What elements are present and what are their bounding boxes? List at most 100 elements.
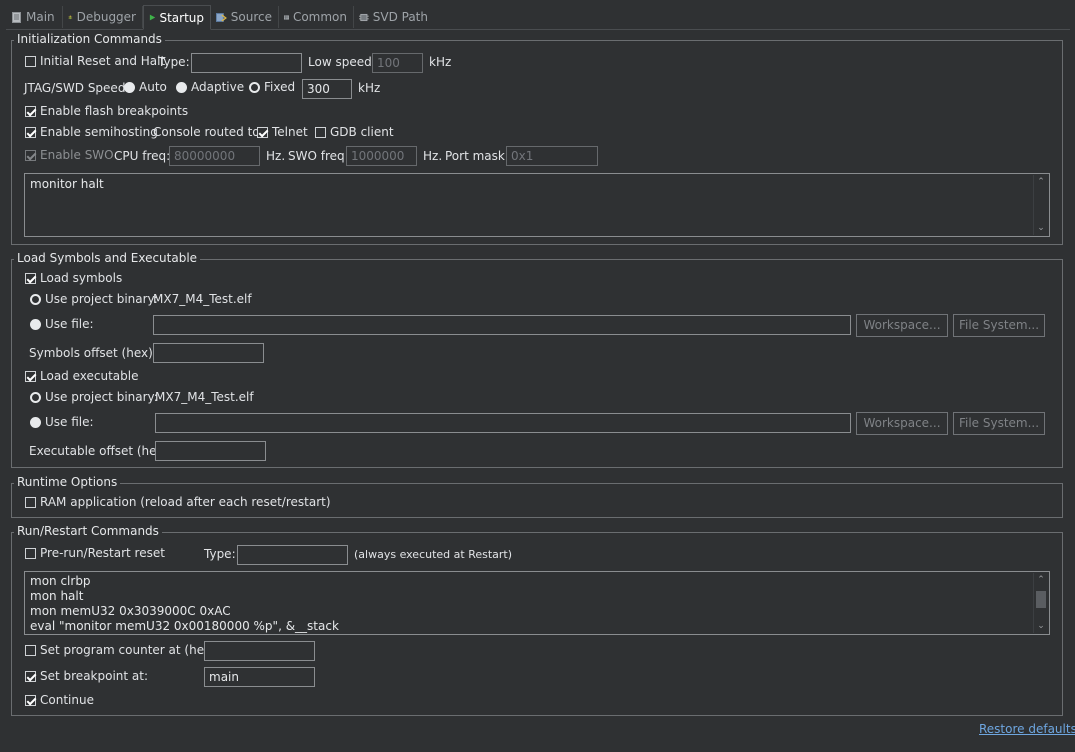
restore-defaults-link[interactable]: Restore defaults bbox=[979, 722, 1075, 736]
swo-freq-unit: Hz. bbox=[423, 149, 443, 163]
load-symbols-group bbox=[11, 259, 1063, 468]
exec-use-file-label: Use file: bbox=[45, 415, 94, 429]
tab-svd-path[interactable]: SVD Path bbox=[354, 6, 434, 28]
scroll-up-icon[interactable]: ⌃ bbox=[1037, 575, 1045, 585]
load-executable-checkbox[interactable] bbox=[25, 371, 36, 382]
run-commands-scrollbar[interactable]: ⌃ ⌄ bbox=[1033, 573, 1048, 633]
speed-fixed-radio[interactable] bbox=[249, 82, 260, 93]
tab-startup[interactable]: Startup bbox=[143, 5, 211, 30]
exec-project-binary-radio[interactable] bbox=[30, 392, 41, 403]
init-commands-text: monitor halt bbox=[30, 177, 104, 192]
reset-type-input[interactable] bbox=[191, 53, 302, 73]
telnet-checkbox[interactable] bbox=[257, 127, 268, 138]
symbols-project-binary-radio[interactable] bbox=[30, 294, 41, 305]
symbols-use-file-radio[interactable] bbox=[30, 319, 41, 330]
console-routed-label: Console routed to: bbox=[153, 125, 264, 139]
prerun-type-input[interactable] bbox=[237, 545, 348, 565]
fixed-speed-unit: kHz bbox=[358, 81, 381, 95]
command-line: monitor halt bbox=[30, 177, 104, 191]
continue-checkbox[interactable] bbox=[25, 695, 36, 706]
fixed-speed-input[interactable]: 300 bbox=[302, 79, 352, 99]
source-icon bbox=[216, 12, 227, 22]
low-speed-label: Low speed: bbox=[308, 55, 376, 69]
symbols-use-file-label: Use file: bbox=[45, 317, 94, 331]
flash-breakpoints-label: Enable flash breakpoints bbox=[40, 104, 189, 118]
scroll-up-icon[interactable]: ⌃ bbox=[1037, 177, 1045, 187]
set-breakpoint-input[interactable]: main bbox=[204, 667, 315, 687]
reset-type-label: Type: bbox=[158, 55, 190, 69]
command-line: mon memU32 0x3039000C 0xAC bbox=[30, 604, 231, 618]
low-speed-input[interactable]: 100 bbox=[372, 53, 423, 73]
tab-label: Debugger bbox=[76, 10, 136, 24]
exec-file-input[interactable] bbox=[155, 413, 851, 433]
symbols-filesystem-button[interactable]: File System... bbox=[953, 314, 1045, 337]
tab-label: Source bbox=[230, 10, 272, 24]
ram-application-checkbox[interactable] bbox=[25, 497, 36, 508]
prerun-reset-label: Pre-run/Restart reset bbox=[40, 546, 165, 560]
port-mask-label: Port mask: bbox=[445, 149, 509, 163]
tab-common[interactable]: Common bbox=[279, 6, 354, 28]
gdb-client-label: GDB client bbox=[330, 125, 394, 139]
scroll-down-icon[interactable]: ⌄ bbox=[1037, 621, 1045, 631]
tab-debugger[interactable]: Debugger bbox=[63, 6, 143, 28]
flash-breakpoints-checkbox[interactable] bbox=[25, 106, 36, 117]
continue-label: Continue bbox=[40, 693, 94, 707]
swo-freq-label: SWO freq: bbox=[288, 149, 349, 163]
exec-workspace-button[interactable]: Workspace... bbox=[856, 412, 948, 435]
initial-reset-halt-checkbox[interactable] bbox=[25, 56, 36, 67]
set-breakpoint-checkbox[interactable] bbox=[25, 671, 36, 682]
semihosting-checkbox[interactable] bbox=[25, 127, 36, 138]
exec-filesystem-button[interactable]: File System... bbox=[953, 412, 1045, 435]
symbols-project-binary-label: Use project binary: bbox=[45, 292, 158, 306]
scroll-down-icon[interactable]: ⌄ bbox=[1037, 223, 1045, 233]
init-commands-legend: Initialization Commands bbox=[14, 32, 165, 46]
bug-icon bbox=[68, 15, 73, 19]
tab-source[interactable]: Source bbox=[211, 6, 279, 28]
exec-offset-label: Executable offset (hex): bbox=[29, 444, 173, 458]
tab-main[interactable]: Main bbox=[6, 6, 63, 28]
load-executable-label: Load executable bbox=[40, 369, 139, 383]
document-icon bbox=[12, 11, 21, 23]
symbols-offset-label: Symbols offset (hex): bbox=[29, 346, 157, 360]
gdb-client-checkbox[interactable] bbox=[315, 127, 326, 138]
set-pc-input[interactable] bbox=[204, 641, 315, 661]
prerun-always-note: (always executed at Restart) bbox=[354, 548, 513, 561]
command-line: eval "monitor memU32 0x00180000 %p", &__… bbox=[30, 619, 339, 633]
command-line: mon halt bbox=[30, 589, 84, 603]
speed-auto-radio[interactable] bbox=[124, 82, 135, 93]
run-restart-legend: Run/Restart Commands bbox=[14, 524, 162, 538]
load-symbols-legend: Load Symbols and Executable bbox=[14, 251, 201, 265]
symbols-offset-input[interactable] bbox=[153, 343, 264, 363]
prerun-type-label: Type: bbox=[204, 547, 236, 561]
tab-label: Startup bbox=[159, 10, 204, 25]
svd-icon bbox=[359, 13, 369, 21]
speed-auto-label: Auto bbox=[139, 80, 167, 94]
low-speed-unit: kHz bbox=[429, 55, 452, 69]
exec-project-binary-label: Use project binary: bbox=[45, 390, 158, 404]
run-commands-textarea[interactable]: mon clrbp mon halt mon memU32 0x3039000C… bbox=[24, 571, 1050, 635]
tab-label: SVD Path bbox=[372, 10, 428, 24]
exec-use-file-radio[interactable] bbox=[30, 417, 41, 428]
set-pc-checkbox[interactable] bbox=[25, 645, 36, 656]
symbols-project-binary-value: MX7_M4_Test.elf bbox=[153, 292, 252, 306]
prerun-reset-checkbox[interactable] bbox=[25, 548, 36, 559]
runtime-options-group bbox=[11, 483, 1063, 518]
ram-application-label: RAM application (reload after each reset… bbox=[40, 495, 331, 509]
symbols-workspace-button[interactable]: Workspace... bbox=[856, 314, 948, 337]
init-commands-scrollbar[interactable]: ⌃ ⌄ bbox=[1033, 175, 1048, 235]
swo-freq-input[interactable]: 1000000 bbox=[346, 146, 417, 166]
table-icon bbox=[284, 14, 289, 20]
scroll-thumb[interactable] bbox=[1036, 591, 1046, 608]
load-symbols-label: Load symbols bbox=[40, 271, 123, 285]
exec-project-binary-value: MX7_M4_Test.elf bbox=[155, 390, 254, 404]
load-symbols-checkbox[interactable] bbox=[25, 273, 36, 284]
init-commands-textarea[interactable]: monitor halt ⌃ ⌄ bbox=[24, 173, 1050, 237]
exec-offset-input[interactable] bbox=[155, 441, 266, 461]
speed-adaptive-radio[interactable] bbox=[176, 82, 187, 93]
tab-bar: Main Debugger Startup Source Common SVD … bbox=[6, 5, 1070, 30]
enable-swo-checkbox[interactable] bbox=[25, 150, 36, 161]
port-mask-input[interactable]: 0x1 bbox=[506, 146, 598, 166]
cpu-freq-input[interactable]: 80000000 bbox=[169, 146, 260, 166]
symbols-file-input[interactable] bbox=[153, 315, 851, 335]
tab-label: Main bbox=[26, 10, 55, 24]
